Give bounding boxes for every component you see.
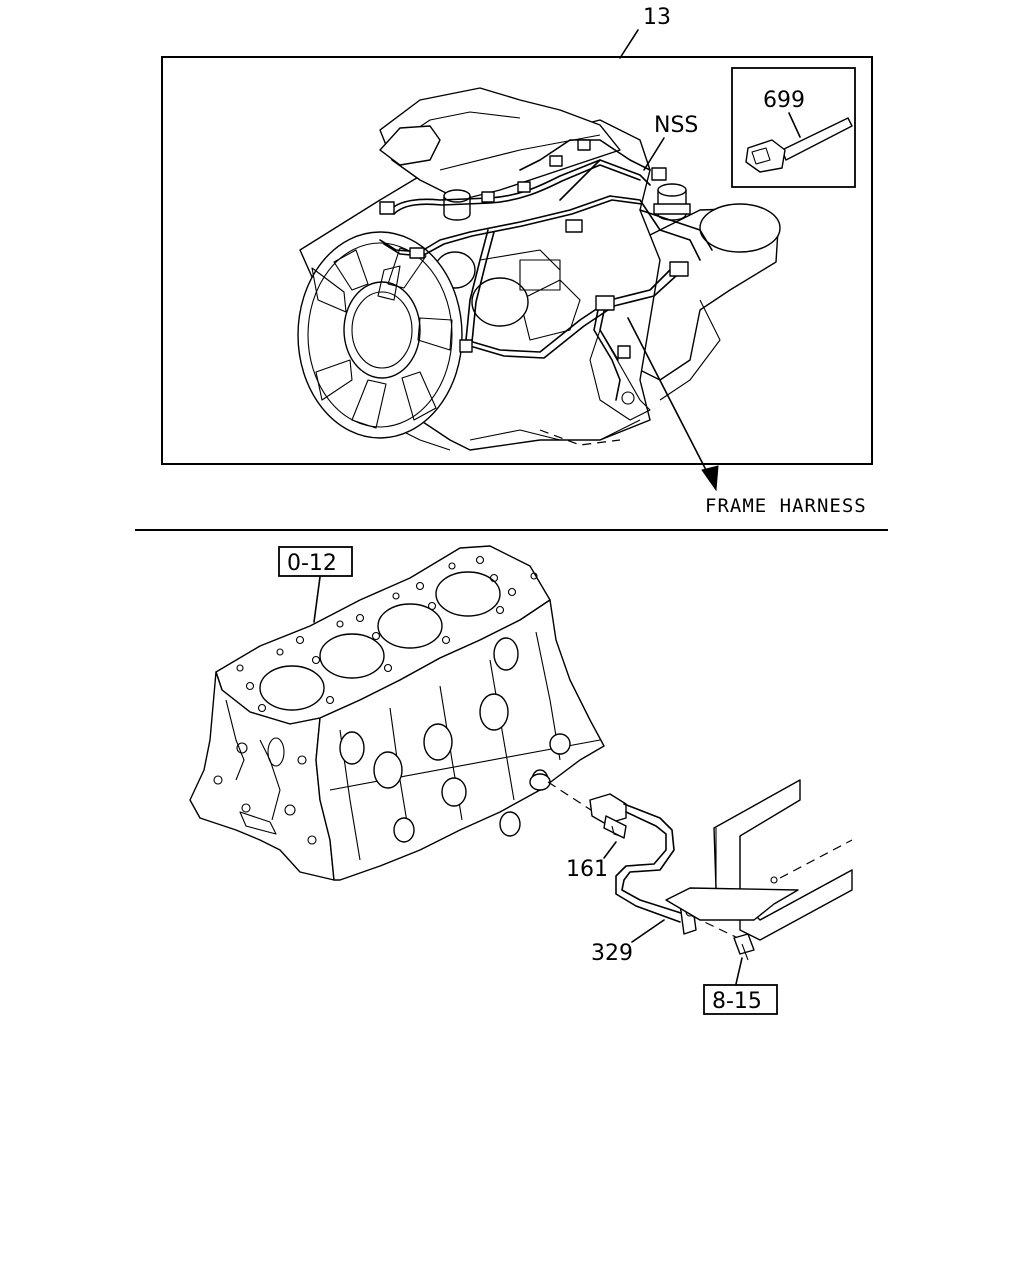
clip-inset: 699 (731, 67, 856, 188)
frame-ref-box: 8-15 (703, 984, 778, 1015)
frame-rail (665, 779, 853, 941)
engine-wiring-harness (379, 139, 713, 401)
harness-connector (409, 247, 425, 259)
cylinder-bore-3 (377, 603, 443, 649)
cable-terminal-upper (589, 793, 627, 825)
clip-strap-icon (781, 117, 853, 161)
clip-leader-line (788, 112, 801, 138)
mount-guide-line (547, 781, 595, 813)
ground-cable-number-label: 329 (591, 941, 633, 966)
frame-harness-arrow (627, 317, 719, 492)
nss-leader-line (643, 137, 665, 171)
cylinder-bore-1 (259, 665, 325, 711)
assembly-leader-line (619, 29, 639, 59)
nss-label: NSS (654, 113, 698, 138)
cylinder-bore-4 (435, 571, 501, 617)
bolt-number-label: 161 (566, 857, 608, 882)
block-ref-label: 0-12 (287, 551, 337, 576)
clip-number-label: 699 (763, 88, 805, 113)
bolt-leader-line (603, 841, 617, 859)
cooling-fan (297, 231, 463, 439)
ground-cable-leader-line (631, 919, 665, 943)
ground-mount-boss (529, 773, 551, 791)
assembly-number-label: 13 (643, 5, 671, 30)
frame-harness-label: FRAME HARNESS (705, 495, 867, 517)
cylinder-block (189, 545, 605, 881)
engine-assembly-panel: 13 699 (161, 5, 873, 492)
frame-bolt-icon (733, 933, 755, 961)
block-ref-box: 0-12 (278, 546, 353, 577)
cylinder-bore-2 (319, 633, 385, 679)
frame-ref-label: 8-15 (712, 989, 762, 1014)
frame-ref-leader-line (735, 957, 743, 985)
bolt-161-icon (603, 815, 627, 839)
block-leader-line (313, 576, 321, 623)
